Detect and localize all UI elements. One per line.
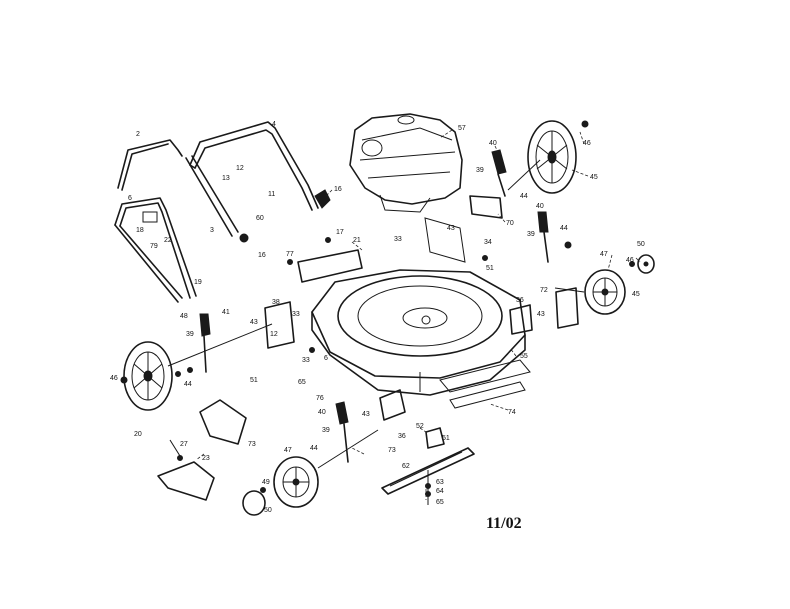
callout-3: 3 — [210, 227, 214, 234]
callout-39b: 39 — [527, 231, 535, 238]
callout-52: 52 — [416, 423, 424, 430]
callout-47b: 47 — [284, 447, 292, 454]
discharge-chute — [157, 399, 247, 501]
callout-39c: 39 — [186, 331, 194, 338]
rear-wheel-top — [527, 120, 577, 194]
callout-6b: 6 — [324, 355, 328, 362]
callout-34: 34 — [484, 239, 492, 246]
callout-17: 17 — [336, 229, 344, 236]
callout-50b: 50 — [264, 507, 272, 514]
leader-lines — [195, 129, 641, 500]
callout-55: 55 — [520, 353, 528, 360]
callout-60: 60 — [256, 215, 264, 222]
callout-13: 13 — [222, 175, 230, 182]
callout-51: 51 — [486, 265, 494, 272]
callout-45: 45 — [590, 174, 598, 181]
engine — [349, 113, 463, 213]
callout-38: 38 — [272, 299, 280, 306]
callout-46b: 46 — [626, 257, 634, 264]
lower-handle — [114, 197, 197, 303]
callout-19: 19 — [194, 279, 202, 286]
callout-40b: 40 — [536, 203, 544, 210]
callout-74: 74 — [508, 409, 516, 416]
callout-57: 57 — [458, 125, 466, 132]
fasteners — [120, 120, 635, 497]
callout-48: 48 — [180, 313, 188, 320]
callout-73: 73 — [248, 441, 256, 448]
deck-shields — [297, 217, 531, 409]
callout-62: 62 — [402, 463, 410, 470]
callout-46c: 46 — [110, 375, 118, 382]
callout-44d: 44 — [310, 445, 318, 452]
brackets — [167, 159, 585, 469]
front-wheel-left — [123, 341, 173, 411]
callout-51b: 51 — [250, 377, 258, 384]
callout-36b: 36 — [398, 433, 406, 440]
callout-47: 47 — [600, 251, 608, 258]
height-adjusters — [199, 149, 549, 463]
callout-16: 16 — [334, 186, 342, 193]
callout-23: 23 — [202, 455, 210, 462]
callout-27: 27 — [180, 441, 188, 448]
callout-49: 49 — [262, 479, 270, 486]
callout-65: 65 — [298, 379, 306, 386]
callout-39d: 39 — [322, 427, 330, 434]
callout-20: 20 — [134, 431, 142, 438]
control-bail — [117, 139, 183, 191]
callout-18: 18 — [136, 227, 144, 234]
callout-51c: 51 — [442, 435, 450, 442]
callout-44: 44 — [520, 193, 528, 200]
front-wheel-bottom — [273, 456, 319, 508]
callout-43: 43 — [447, 225, 455, 232]
date-code: 11/02 — [486, 515, 522, 532]
callout-12b: 12 — [270, 331, 278, 338]
callout-46: 46 — [583, 140, 591, 147]
rear-wheel-right — [584, 269, 626, 315]
callout-44c: 44 — [184, 381, 192, 388]
callout-36: 36 — [516, 297, 524, 304]
hubcaps — [242, 254, 655, 516]
callout-65b: 65 — [436, 499, 444, 506]
callout-43b: 43 — [250, 319, 258, 326]
callout-2: 2 — [136, 131, 140, 138]
callout-44b: 44 — [560, 225, 568, 232]
callout-16b: 16 — [258, 252, 266, 259]
callout-73b: 73 — [388, 447, 396, 454]
callout-22: 22 — [164, 237, 172, 244]
callout-41: 41 — [222, 309, 230, 316]
callout-40c: 40 — [318, 409, 326, 416]
callout-39: 39 — [476, 167, 484, 174]
callout-33b: 33 — [292, 311, 300, 318]
callout-70: 70 — [506, 220, 514, 227]
callout-77: 77 — [286, 251, 294, 258]
callout-79: 79 — [150, 243, 158, 250]
callout-64: 64 — [436, 488, 444, 495]
callout-50: 50 — [637, 241, 645, 248]
callout-63: 63 — [436, 479, 444, 486]
callout-33c: 33 — [302, 357, 310, 364]
callout-6: 6 — [128, 195, 132, 202]
callout-76: 76 — [316, 395, 324, 402]
callout-33: 33 — [394, 236, 402, 243]
callout-43d: 43 — [362, 411, 370, 418]
upper-handle — [185, 121, 331, 237]
callout-72: 72 — [540, 287, 548, 294]
callout-12: 12 — [236, 165, 244, 172]
mower-deck — [311, 269, 526, 396]
callout-40: 40 — [489, 140, 497, 147]
callout-4: 4 — [272, 121, 276, 128]
callout-21: 21 — [353, 237, 361, 244]
callout-43c: 43 — [537, 311, 545, 318]
callout-11: 11 — [268, 191, 275, 198]
callout-45b: 45 — [632, 291, 640, 298]
callout-labels: 2 4 57 40 46 39 44 45 16 13 12 11 6 60 1… — [110, 121, 645, 514]
